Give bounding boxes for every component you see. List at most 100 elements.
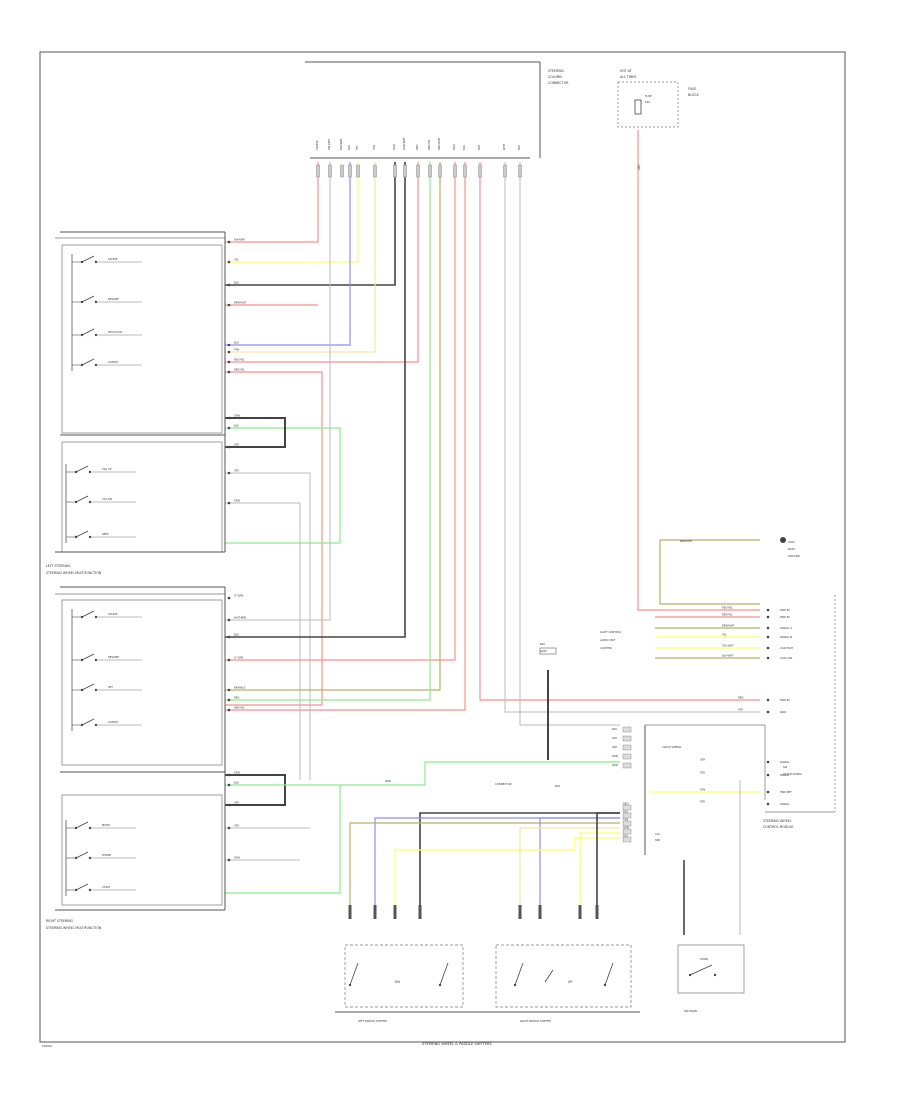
wire-black-4 (225, 774, 286, 806)
ground-mid-label-1: BLK (540, 642, 545, 646)
switch-label: RESUME (108, 297, 119, 301)
switch-blade (81, 328, 95, 336)
wire-tan-1 (225, 162, 376, 353)
row-pin (227, 416, 231, 420)
switch-label: SET/COAST (108, 330, 123, 334)
clock-pin (622, 828, 632, 835)
module-pin (766, 710, 770, 714)
connector-pin-label: RED-YEL (427, 139, 431, 150)
row-wire-label: GRN (234, 856, 240, 860)
bottom-caption: STEERING WHEEL & PADDLE SHIFTERS (422, 1042, 492, 1046)
module-wire-label: BRN-WHT (722, 624, 735, 628)
wire-red-1 (225, 162, 319, 243)
horn-caption: SW-HORN (684, 1009, 697, 1013)
fuse-block-2: BLOCK (688, 93, 700, 97)
switch-label: VOL DN (102, 497, 112, 501)
switch-label: CRUISE (108, 612, 118, 616)
connector-pin (518, 164, 522, 178)
wire-olive-1 (225, 162, 441, 691)
row-pin (227, 773, 231, 777)
row-pin (227, 471, 231, 475)
module-pin-label: PWR IN (780, 615, 790, 619)
left-steering-unit: LEFT STEERING STEERING WHEEL MULTIFUNCTI… (46, 231, 247, 575)
row-pin (227, 426, 231, 430)
fuse-label-2: ALL TIMES (620, 75, 636, 79)
clock-pin (622, 744, 632, 751)
clock-pin (622, 820, 632, 827)
switch-blade (81, 653, 95, 661)
row-wire-label: LT GRN (234, 594, 243, 598)
wire-black-5 (419, 812, 620, 910)
fuse-block-1: FUSE (688, 87, 696, 91)
fuse-icon (634, 99, 642, 115)
switch-blade (81, 610, 95, 618)
row-wire-label: BLK (234, 281, 239, 285)
clock-pin-label: RED (623, 802, 628, 806)
clock-pin (622, 735, 632, 742)
wire-yellow-1 (225, 162, 359, 263)
connector-pin (316, 164, 320, 178)
row-pin (227, 618, 231, 622)
ground-mid-label-2: G200 (540, 649, 547, 653)
module-wire-label: RED-YEL (722, 613, 733, 617)
row-pin (227, 445, 231, 449)
row-wire-label: GRN (234, 414, 240, 418)
ground-top-label-3: BODY (788, 547, 796, 551)
switch-blade (81, 255, 95, 263)
connector-pin (438, 164, 442, 178)
paddle-switch-blade (439, 962, 449, 986)
wire-olive-4 (349, 822, 620, 910)
clock-pin-label: GRY (612, 736, 618, 740)
clock-pin-label: GRN (623, 826, 629, 830)
wire-black-1 (225, 162, 396, 286)
right-unit-switch-box-a (61, 599, 223, 766)
row-wire-label: RED (234, 696, 239, 700)
module-pin (766, 698, 770, 702)
wire-label-red-top: RED (637, 165, 641, 170)
switch-label: SET (108, 685, 113, 689)
clock-pin-label: GRN (612, 754, 618, 758)
switch-blade (81, 683, 95, 691)
row-pin (227, 283, 231, 287)
wire-red-6 (225, 162, 466, 711)
paddle-terminal (418, 905, 422, 919)
paddle-switch-contact (513, 983, 517, 987)
clock-pin (622, 812, 632, 819)
wire-olive-ground (659, 540, 760, 605)
connector-pin-label: CRUISE (315, 140, 319, 150)
left-unit-caption-1: LEFT STEERING (46, 564, 71, 568)
switch-blade (75, 851, 89, 859)
paddle-terminal (578, 905, 582, 919)
wire-tan-2 (519, 827, 620, 910)
fuse-block-outline (617, 81, 679, 128)
row-pin (227, 240, 231, 244)
paddle-terminal (595, 905, 599, 919)
row-wire-label: GRY (234, 469, 240, 473)
ground-icon (780, 537, 786, 543)
switch-label: PHONE (102, 853, 111, 857)
switch-label: MODE (102, 823, 110, 827)
switch-label: CRUISE (108, 257, 118, 261)
horn-box (677, 944, 745, 994)
row-pin (227, 350, 231, 354)
row-pin (227, 688, 231, 692)
connector-pin-label: BRN (452, 144, 456, 150)
connector-pin (373, 164, 377, 178)
wire-red-4 (225, 371, 323, 706)
connector-pin (503, 164, 507, 178)
connector-pin (340, 164, 344, 178)
row-wire-label: RED-YEL (234, 358, 245, 362)
connector-label-2: COLUMN (548, 75, 562, 79)
clock-pin-label: BLK (612, 727, 617, 731)
clock-pin (622, 804, 632, 811)
row-pin (227, 658, 231, 662)
clock-caption-2: SPR (655, 838, 660, 842)
module-pin-label: SIGNAL B (780, 635, 792, 639)
